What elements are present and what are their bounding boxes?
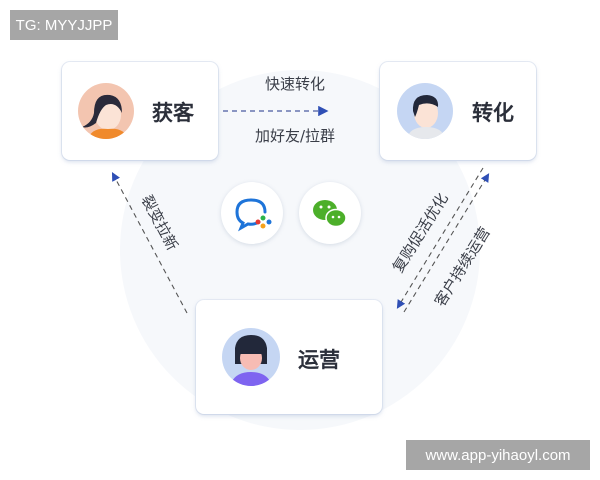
node-label-operate: 运营 bbox=[298, 348, 340, 372]
edge-label-bottom: 加好友/拉群 bbox=[254, 127, 336, 145]
edge-label-top: 快速转化 bbox=[264, 75, 325, 93]
woman-bob-avatar-icon bbox=[222, 328, 280, 386]
arrow-convert-to-operate bbox=[396, 167, 484, 309]
node-convert: 转化 bbox=[380, 62, 536, 160]
node-label-convert: 转化 bbox=[472, 101, 514, 125]
wecom-icon bbox=[221, 182, 283, 244]
woman-ponytail-avatar-icon bbox=[78, 83, 134, 139]
node-label-acquire: 获客 bbox=[152, 101, 194, 125]
node-acquire: 获客 bbox=[62, 62, 218, 160]
wechat-icon bbox=[299, 182, 361, 244]
watermark-top: TG: MYYJJPP bbox=[10, 10, 118, 40]
watermark-bottom: www.app-yihaoyl.com bbox=[406, 440, 590, 470]
node-operate: 运营 bbox=[196, 300, 382, 414]
man-avatar-icon bbox=[397, 83, 453, 139]
